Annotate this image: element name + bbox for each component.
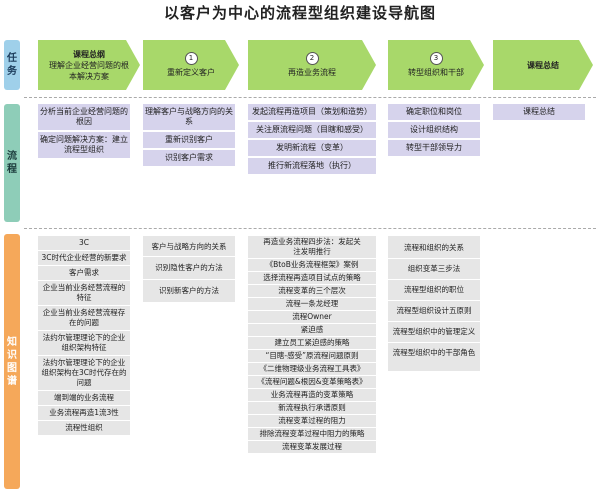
row-label-knowledge-map: 知识图谱 bbox=[4, 234, 20, 489]
knowledge-item: 识别新客户的方法 bbox=[143, 280, 235, 302]
arrow-shape-icon bbox=[493, 40, 593, 90]
flow-box: 课程总结 bbox=[493, 104, 585, 120]
knowledge-item: 识别隐性客户的方法 bbox=[143, 257, 235, 280]
knowledge-column-2: 再造业务流程四步法：发起关注发明推行 《BtoB业务流程框架》案例 选择流程再造… bbox=[248, 236, 376, 453]
flow-box: 确定问题解决方案：建立流程型组织 bbox=[38, 132, 130, 158]
task-title: 课程总结 bbox=[527, 60, 559, 70]
knowledge-item: 企业当前业务经营流程存在的问题 bbox=[38, 306, 130, 331]
knowledge-item: 流程变革过程的阻力 bbox=[248, 415, 376, 428]
knowledge-item: 法约尔管理理论下的企业组织架构特征 bbox=[38, 331, 130, 356]
knowledge-item: 流程变革发展过程 bbox=[248, 441, 376, 453]
task-arrow-summary: 课程总结 bbox=[493, 40, 593, 90]
knowledge-item: 流程型组织设计五原则 bbox=[388, 301, 480, 322]
divider-flow-kmap bbox=[24, 228, 596, 229]
flow-column-summary: 课程总结 bbox=[493, 104, 585, 120]
flow-column-3: 确定职位和岗位 设计组织结构 转型干部领导力 bbox=[388, 104, 480, 156]
knowledge-column-1: 客户与战略方向的关系 识别隐性客户的方法 识别新客户的方法 bbox=[143, 236, 235, 302]
task-arrow-2: 2 再造业务流程 bbox=[248, 40, 376, 90]
flow-column-1: 理解客户与战略方向的关系 重新识别客户 识别客户需求 bbox=[143, 104, 235, 166]
flow-box: 分析当前企业经营问题的根因 bbox=[38, 104, 130, 130]
task-title: 转型组织和干部 bbox=[408, 68, 464, 77]
arrow-shape-icon bbox=[143, 40, 239, 90]
step-number-badge: 1 bbox=[184, 52, 198, 65]
flow-box: 推行新流程落地（执行） bbox=[248, 158, 376, 174]
task-title: 课程总纲 bbox=[73, 49, 105, 59]
divider-task-flow bbox=[24, 97, 596, 98]
knowledge-item: 流程型组织中的管理定义 bbox=[388, 322, 480, 343]
knowledge-item: 《流程问题&根因&变革策略表》 bbox=[248, 376, 376, 389]
knowledge-item: 业务流程再造的变革策略 bbox=[248, 389, 376, 402]
task-title: 重新定义客户 bbox=[167, 68, 215, 77]
knowledge-item: 流程型组织的职位 bbox=[388, 280, 480, 301]
knowledge-item: 组织变革三步法 bbox=[388, 259, 480, 280]
flow-box: 发起流程再造项目（策划和造势） bbox=[248, 104, 376, 120]
flow-box: 关注原流程问题（目瞎和感受） bbox=[248, 122, 376, 138]
task-arrow-3: 3 转型组织和干部 bbox=[388, 40, 484, 90]
task-subtitle: 理解企业经营问题的根本解决方案 bbox=[49, 60, 129, 81]
task-arrow-overview: 课程总纲 理解企业经营问题的根本解决方案 bbox=[38, 40, 140, 90]
flow-column-overview: 分析当前企业经营问题的根因 确定问题解决方案：建立流程型组织 bbox=[38, 104, 130, 158]
flow-column-2: 发起流程再造项目（策划和造势） 关注原流程问题（目瞎和感受） 发明新流程（变革）… bbox=[248, 104, 376, 174]
task-arrow-1: 1 重新定义客户 bbox=[143, 40, 239, 90]
knowledge-item: 3C时代企业经营的新要求 bbox=[38, 251, 130, 266]
knowledge-item: 业务流程再造1流3性 bbox=[38, 406, 130, 421]
knowledge-item: 紧迫感 bbox=[248, 324, 376, 337]
knowledge-item: 流程Owner bbox=[248, 311, 376, 324]
arrow-shape-icon bbox=[38, 40, 140, 90]
knowledge-item: 新流程执行承谱原则 bbox=[248, 402, 376, 415]
flow-box: 确定职位和岗位 bbox=[388, 104, 480, 120]
knowledge-item: 端到端的业务流程 bbox=[38, 391, 130, 406]
knowledge-item: 排除流程变革过程中阻力的策略 bbox=[248, 428, 376, 441]
task-title: 再造业务流程 bbox=[288, 68, 336, 77]
flow-box: 转型干部领导力 bbox=[388, 140, 480, 156]
arrow-shape-icon bbox=[248, 40, 376, 90]
step-number-badge: 3 bbox=[429, 52, 443, 65]
knowledge-item: 《BtoB业务流程框架》案例 bbox=[248, 259, 376, 272]
flow-box: 识别客户需求 bbox=[143, 150, 235, 166]
step-number-badge: 2 bbox=[305, 52, 319, 65]
knowledge-column-3: 流程和组织的关系 组织变革三步法 流程型组织的职位 流程型组织设计五原则 流程型… bbox=[388, 236, 480, 371]
knowledge-item: “目瞎-感受”原流程问题原则 bbox=[248, 350, 376, 363]
knowledge-item: 流程一条龙经理 bbox=[248, 298, 376, 311]
knowledge-item: 客户需求 bbox=[38, 266, 130, 281]
row-label-task: 任务 bbox=[4, 40, 20, 90]
knowledge-item: 流程型组织中的干部角色 bbox=[388, 343, 480, 363]
flow-box: 理解客户与战略方向的关系 bbox=[143, 104, 235, 130]
knowledge-item: 《二维物理级业务流程工具表》 bbox=[248, 363, 376, 376]
knowledge-item: 选择流程再造项目试点的策略 bbox=[248, 272, 376, 285]
arrow-shape-icon bbox=[388, 40, 484, 90]
knowledge-item: 建立员工紧迫感的策略 bbox=[248, 337, 376, 350]
knowledge-item: 企业当前业务经营流程的特征 bbox=[38, 281, 130, 306]
knowledge-item: 3C bbox=[38, 236, 130, 251]
knowledge-item: 流程性组织 bbox=[38, 421, 130, 435]
flow-box: 设计组织结构 bbox=[388, 122, 480, 138]
knowledge-item: 法约尔管理理论下的企业组织架构在3C时代存在的问题 bbox=[38, 356, 130, 391]
row-label-flow: 流程 bbox=[4, 104, 20, 222]
page-title: 以客户为中心的流程型组织建设导航图 bbox=[163, 4, 436, 22]
knowledge-item: 流程变革的三个层次 bbox=[248, 285, 376, 298]
flow-box: 发明新流程（变革） bbox=[248, 140, 376, 156]
knowledge-item: 客户与战略方向的关系 bbox=[143, 238, 235, 257]
knowledge-item: 流程和组织的关系 bbox=[388, 238, 480, 259]
knowledge-item: 再造业务流程四步法：发起关注发明推行 bbox=[248, 236, 376, 259]
knowledge-column-overview: 3C 3C时代企业经营的新要求 客户需求 企业当前业务经营流程的特征 企业当前业… bbox=[38, 236, 130, 435]
flow-box: 重新识别客户 bbox=[143, 132, 235, 148]
